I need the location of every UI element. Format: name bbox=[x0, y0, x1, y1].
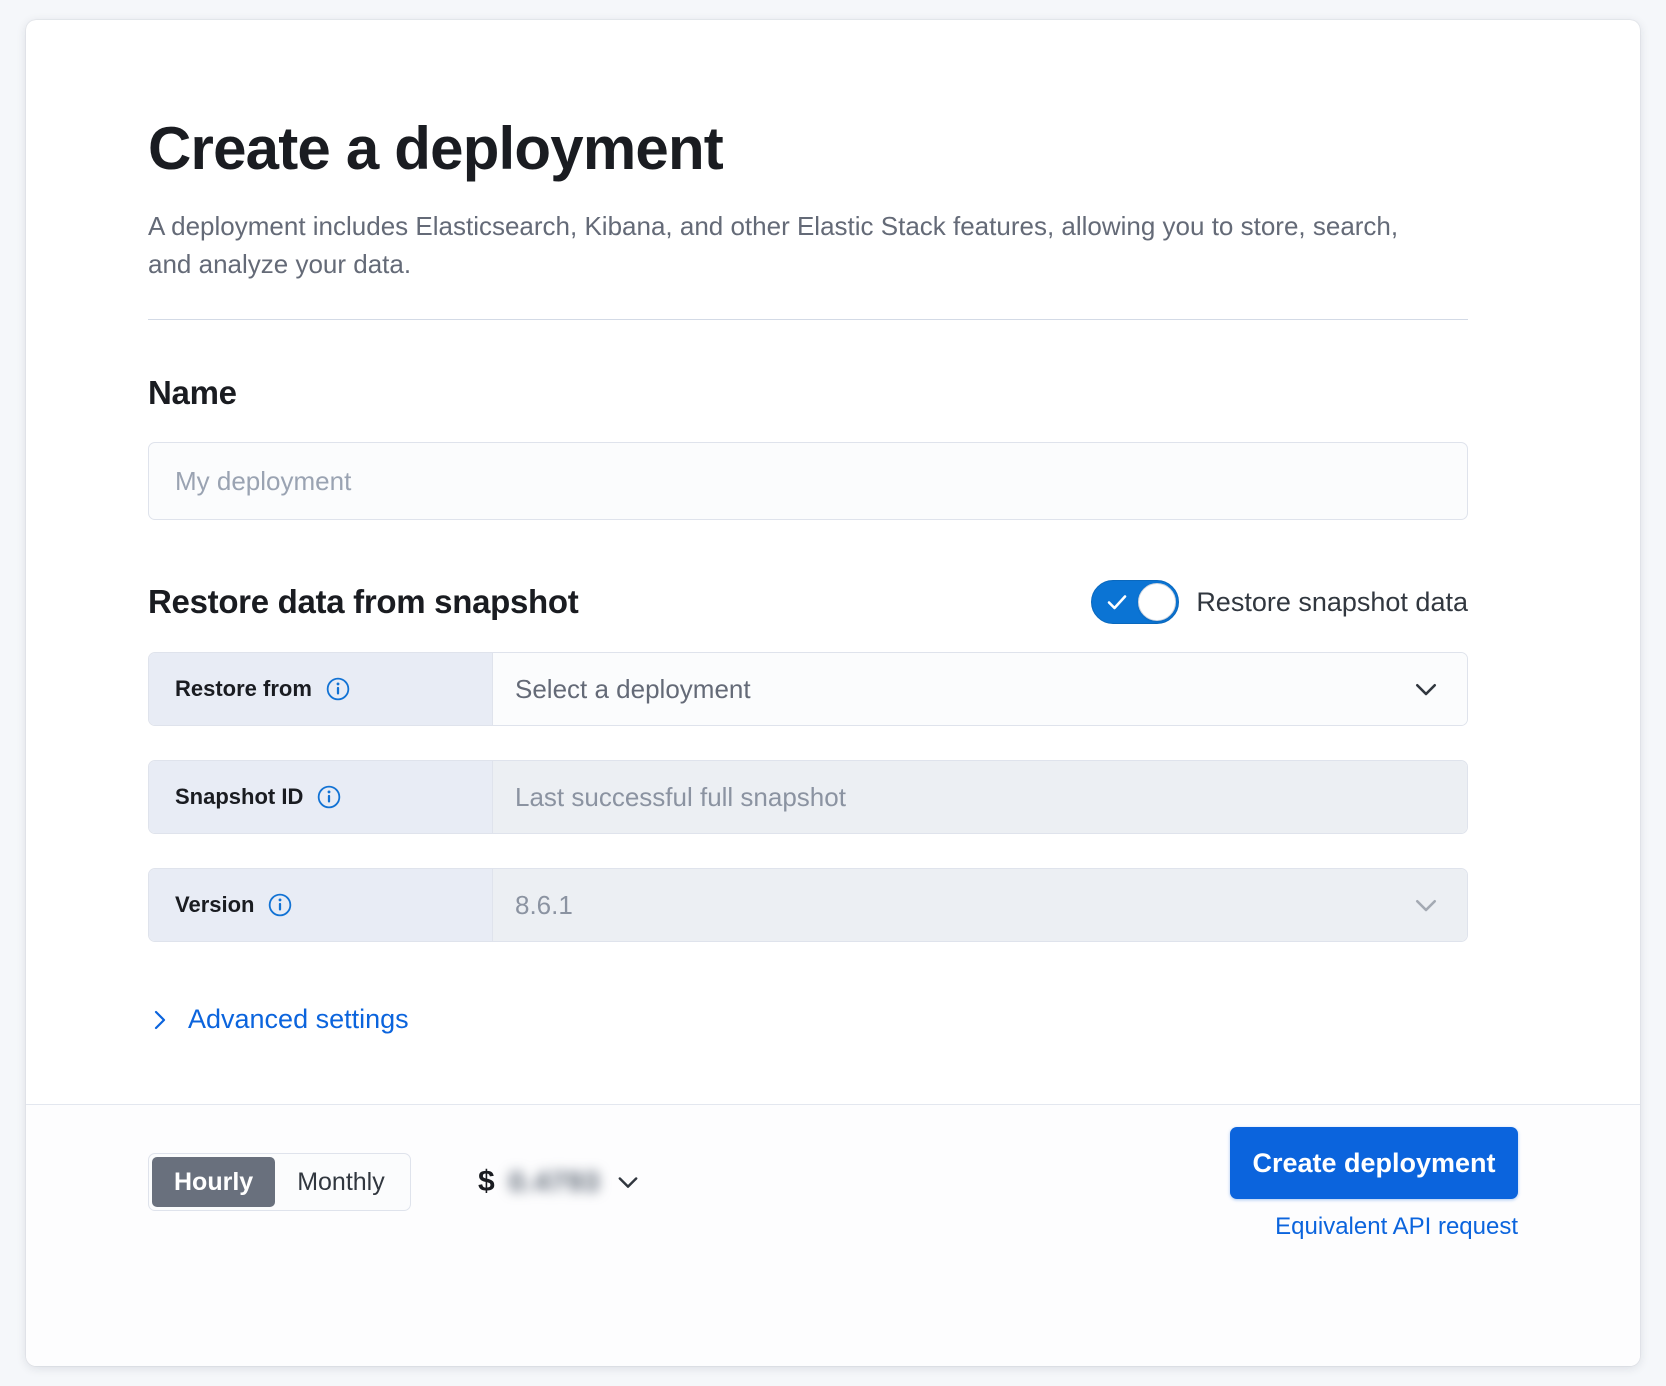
row-snapshot-id: Snapshot ID Last successful full snapsho… bbox=[148, 760, 1468, 835]
restore-heading: Restore data from snapshot bbox=[148, 583, 579, 621]
restore-from-label-cell: Restore from bbox=[149, 653, 493, 726]
info-circle-icon[interactable] bbox=[317, 785, 341, 809]
chevron-down-icon[interactable] bbox=[1411, 890, 1441, 920]
version-label: Version bbox=[175, 892, 255, 918]
form-body: Create a deployment A deployment include… bbox=[26, 20, 1640, 1104]
deployment-name-placeholder: My deployment bbox=[175, 465, 352, 496]
snapshot-id-input[interactable]: Last successful full snapshot bbox=[493, 761, 1467, 834]
snapshot-id-label-cell: Snapshot ID bbox=[149, 761, 493, 834]
version-label-cell: Version bbox=[149, 869, 493, 942]
version-select[interactable]: 8.6.1 bbox=[493, 869, 1467, 942]
name-section: Name My deployment bbox=[148, 374, 1468, 521]
page-subtitle: A deployment includes Elasticsearch, Kib… bbox=[148, 211, 1399, 279]
advanced-settings-label: Advanced settings bbox=[188, 1004, 409, 1035]
restore-from-label: Restore from bbox=[175, 676, 312, 702]
restore-section-header: Restore data from snapshot Restore snaps… bbox=[148, 580, 1468, 625]
restore-toggle-label: Restore snapshot data bbox=[1196, 586, 1468, 617]
currency-symbol: $ bbox=[478, 1165, 495, 1198]
restore-toggle-group[interactable]: Restore snapshot data bbox=[1091, 580, 1468, 625]
page-title: Create a deployment bbox=[148, 115, 724, 182]
restore-snapshot-toggle[interactable] bbox=[1091, 580, 1180, 625]
restore-from-select[interactable]: Select a deployment bbox=[493, 653, 1467, 726]
billing-option-hourly[interactable]: Hourly bbox=[152, 1157, 276, 1207]
chevron-down-icon[interactable] bbox=[614, 1168, 642, 1196]
version-value: 8.6.1 bbox=[515, 889, 573, 920]
header-divider bbox=[148, 319, 1468, 321]
snapshot-id-label: Snapshot ID bbox=[175, 784, 304, 810]
restore-form-rows: Restore from Select a deployment bbox=[148, 652, 1468, 943]
row-restore-from: Restore from Select a deployment bbox=[148, 652, 1468, 727]
chevron-right-icon bbox=[154, 1010, 166, 1029]
name-heading: Name bbox=[148, 374, 237, 412]
info-circle-icon[interactable] bbox=[326, 677, 350, 701]
billing-period-toggle[interactable]: Hourly Monthly bbox=[148, 1153, 411, 1211]
create-deployment-button[interactable]: Create deployment bbox=[1230, 1127, 1518, 1199]
row-version: Version 8.6.1 bbox=[148, 868, 1468, 943]
advanced-settings-toggle[interactable]: Advanced settings bbox=[148, 1004, 409, 1035]
info-circle-icon[interactable] bbox=[268, 893, 292, 917]
equivalent-api-request-link[interactable]: Equivalent API request bbox=[1275, 1213, 1518, 1240]
restore-from-value: Select a deployment bbox=[515, 673, 751, 704]
billing-option-monthly[interactable]: Monthly bbox=[297, 1167, 385, 1196]
price-display[interactable]: $ 0.4793 bbox=[478, 1153, 642, 1211]
chevron-down-icon[interactable] bbox=[1411, 674, 1441, 704]
footer-bar: Hourly Monthly $ 0.4793 Create deploymen… bbox=[26, 1104, 1640, 1366]
snapshot-id-value: Last successful full snapshot bbox=[515, 781, 846, 812]
toggle-knob bbox=[1138, 583, 1177, 622]
create-deployment-card: Create a deployment A deployment include… bbox=[26, 20, 1640, 1366]
check-icon bbox=[1108, 595, 1127, 610]
deployment-name-input[interactable]: My deployment bbox=[148, 442, 1468, 521]
price-amount: 0.4793 bbox=[508, 1166, 601, 1197]
